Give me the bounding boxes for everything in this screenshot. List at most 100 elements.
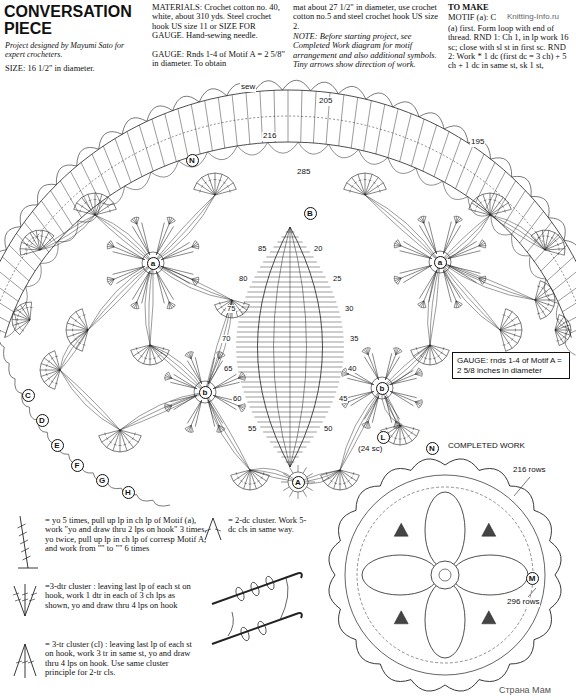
chain-mesh: [150, 345, 205, 392]
band-stitch: [411, 119, 424, 166]
fan-stitch: [555, 330, 571, 331]
fan-stitch: [490, 194, 497, 215]
chain-mesh: [120, 392, 205, 430]
fan-stitch: [555, 330, 559, 346]
star-tip: [219, 425, 222, 431]
fan-stitch: [136, 347, 138, 350]
star-tip: [238, 374, 243, 379]
star-tip: [398, 240, 401, 246]
band-stitch: [520, 211, 544, 243]
fan-stitch: [232, 300, 249, 305]
circled-letter: M: [526, 572, 539, 585]
fan-stitch: [545, 250, 564, 255]
chain-mesh: [153, 195, 215, 263]
fan-stitch: [538, 237, 541, 238]
fan-stitch: [344, 189, 365, 195]
band-stitch: [466, 154, 484, 195]
fan-stitch: [49, 353, 60, 370]
chain-mesh: [205, 300, 232, 392]
yarn-loop: [249, 581, 260, 597]
fan-edge: [559, 315, 571, 346]
pattern-text: SIZE: 16 1/2" in diameter.: [5, 64, 150, 73]
band-stitch: [115, 139, 131, 183]
node-text: D: [39, 416, 45, 425]
fan-stitch: [13, 320, 30, 325]
star-petal: [403, 265, 431, 282]
fan-stitch: [124, 444, 127, 445]
fan-stitch: [400, 425, 412, 441]
star-petal: [429, 222, 437, 254]
flower-petal: [283, 487, 289, 491]
star-tip: [137, 218, 139, 225]
band-stitch: [301, 90, 302, 142]
fan-stitch: [490, 193, 491, 215]
star-tip: [169, 302, 172, 309]
star-tip: [479, 246, 486, 248]
fan-stitch: [44, 370, 60, 382]
fan-stitch: [240, 480, 242, 482]
chain-mesh: [382, 345, 430, 388]
fan-stitch: [399, 439, 402, 440]
fan-stitch: [557, 243, 558, 246]
node-text: a: [438, 258, 442, 267]
fan-stitch: [365, 174, 372, 195]
fan-stitch: [354, 182, 356, 184]
fan-stitch: [390, 435, 392, 437]
chain-mesh: [150, 345, 205, 392]
star-petal: [142, 223, 150, 255]
fan-stitch: [76, 312, 88, 330]
fan-stitch: [119, 445, 122, 446]
star-tip: [132, 219, 137, 224]
fan-stitch: [244, 470, 250, 489]
fan-stitch: [560, 320, 563, 322]
fan-stitch: [73, 334, 74, 337]
fan-stitch: [351, 185, 353, 188]
star-petal: [195, 357, 201, 383]
flower-petal: [281, 482, 288, 483]
band-stitch: [165, 114, 177, 162]
fan-stitch: [555, 325, 570, 330]
fan-stitch: [334, 482, 337, 484]
fan-stitch: [71, 317, 89, 330]
fan-stitch: [542, 288, 545, 290]
fan-stitch: [558, 252, 560, 255]
star-tip: [415, 402, 420, 407]
star-petal: [349, 374, 374, 384]
star-tip-edge: [185, 352, 193, 356]
star-ring: [371, 377, 393, 399]
fan-stitch: [18, 314, 19, 317]
fan-stitch: [219, 302, 221, 305]
chain-mesh: [153, 195, 215, 263]
fan-stitch: [215, 174, 222, 195]
star-motif-mark: [482, 523, 496, 536]
fan-stitch: [430, 345, 449, 350]
star-tip: [167, 302, 169, 309]
star-petal: [113, 266, 145, 274]
band-stitch: [2, 257, 29, 281]
fan-stitch: [227, 185, 229, 188]
fan-stitch: [55, 370, 60, 389]
chart-label: 216: [262, 132, 277, 141]
band-stitch: [178, 109, 188, 158]
band-stitch: [423, 125, 437, 171]
fan-stitch: [51, 381, 54, 383]
fan-stitch: [208, 174, 215, 195]
star-tip: [167, 374, 172, 379]
cluster-symbol: [22, 661, 28, 663]
flower-petal: [290, 491, 294, 497]
band-stitch: [434, 132, 449, 177]
star-petal: [443, 225, 460, 253]
star-tip-edge: [418, 304, 426, 308]
node-text: b: [380, 384, 385, 393]
fan-stitch: [437, 355, 439, 357]
petal-lobe: [362, 555, 438, 595]
chain-mesh: [440, 262, 500, 330]
star-tip-edge: [482, 240, 486, 248]
gauge-box: GAUGE: rnds 1-4 of Motif A = 2 5/8 inche…: [452, 352, 570, 379]
fan-stitch: [261, 477, 263, 480]
fan-stitch: [484, 200, 487, 201]
fan-stitch: [106, 437, 108, 440]
circled-letter: H: [122, 486, 135, 499]
star-tip-edge: [418, 216, 426, 220]
star-petal: [208, 400, 214, 426]
